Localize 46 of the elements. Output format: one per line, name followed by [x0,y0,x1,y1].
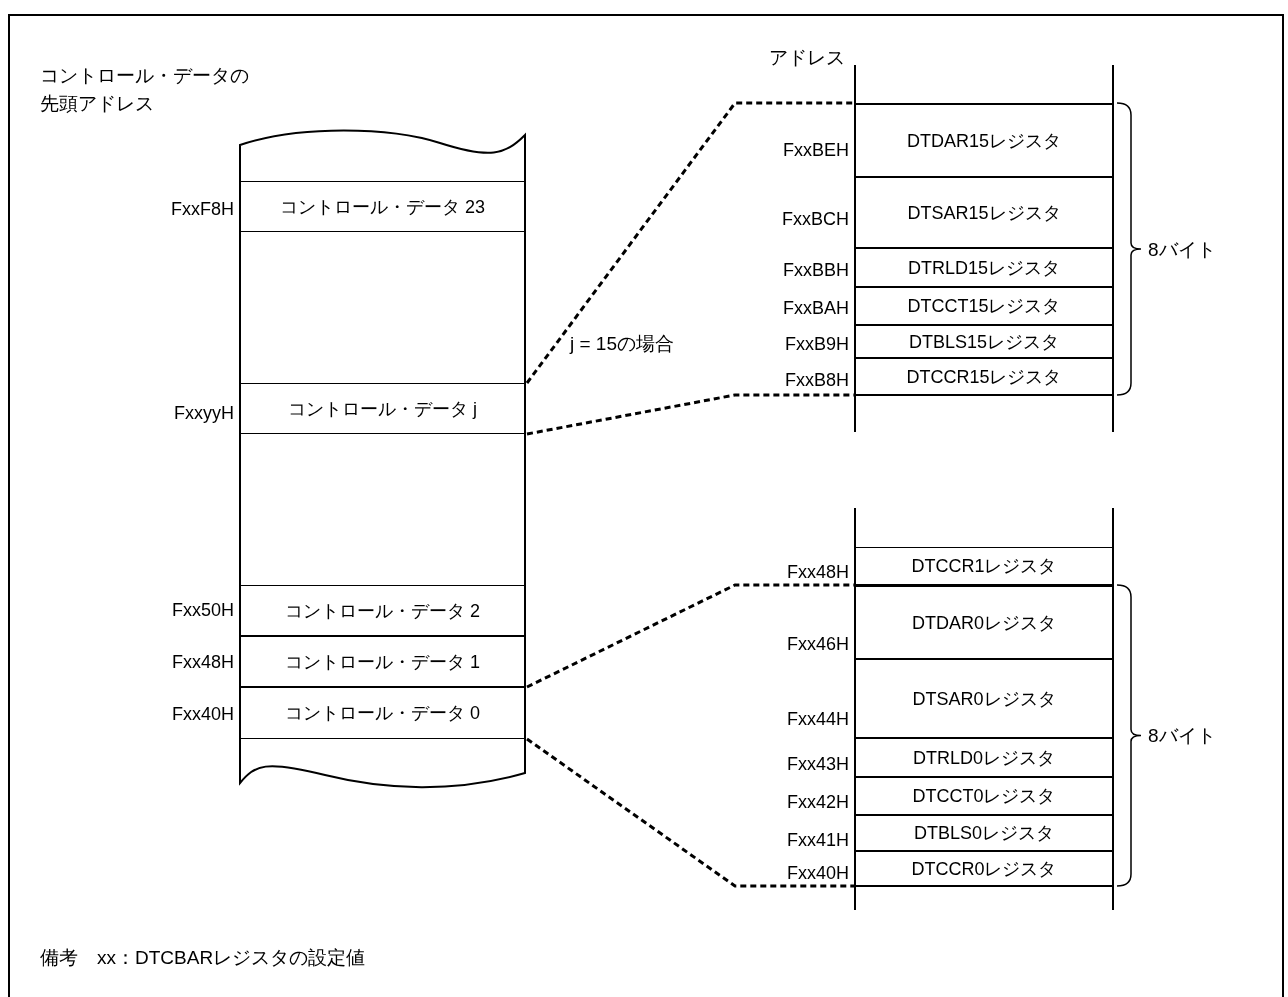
address-label: FxxB8H [785,369,849,391]
address-label: FxxBEH [783,139,849,161]
annotation-label: j = 15の場合 [570,332,675,356]
dashed-connector [526,737,855,888]
address-label: FxxyyH [174,402,234,424]
cell-label: DTDAR15レジスタ [907,129,1061,153]
address-label: Fxx42H [787,791,849,813]
cell-label: DTSAR0レジスタ [912,687,1056,711]
annotation-label: アドレス [768,46,845,70]
cell-label: コントロール・データ 23 [280,195,485,219]
cell-label: コントロール・データ 1 [285,650,480,674]
cell-label: DTDAR0レジスタ [912,611,1056,635]
address-label: Fxx48H [787,561,849,583]
address-label: FxxBCH [782,208,849,230]
heading-label: コントロール・データの先頭アドレス [40,64,250,116]
cell-label: DTBLS0レジスタ [914,822,1054,845]
address-label: FxxF8H [171,198,234,220]
cell-label: DTCCR0レジスタ [911,858,1057,881]
annotation-label: 8バイト [1148,238,1217,262]
address-label: Fxx44H [787,708,849,730]
dashed-connector [526,583,855,689]
cell-label: DTCCT15レジスタ [907,295,1061,318]
address-label: FxxBAH [783,297,849,319]
address-label: Fxx41H [787,829,849,851]
address-label: Fxx48H [172,651,234,673]
cell-label: DTBLS15レジスタ [908,330,1059,354]
cell-label: DTRLD15レジスタ [908,256,1060,280]
cell-label: DTCCR1レジスタ [911,555,1057,578]
dashed-connector [525,101,855,384]
cell-label: DTCCR15レジスタ [906,366,1062,389]
cell-label: コントロール・データ 0 [285,702,480,725]
cell-label: DTCCT0レジスタ [912,785,1056,808]
cell-label: コントロール・データ 2 [285,599,480,623]
address-label: Fxx40H [172,703,234,725]
address-label: Fxx46H [787,633,849,655]
cell-label: コントロール・データ j [288,397,477,421]
address-label: FxxBBH [783,259,849,281]
address-label: Fxx40H [787,862,849,884]
address-label: Fxx43H [787,753,849,775]
annotation-label: 8バイト [1148,724,1217,748]
cell-label: DTRLD0レジスタ [913,746,1055,770]
dashed-connector [526,393,855,436]
note-text: 備考 xx：DTCBARレジスタの設定値 [40,946,367,970]
cell-label: DTSAR15レジスタ [907,201,1061,225]
address-label: FxxB9H [785,333,849,355]
address-label: Fxx50H [172,599,234,621]
